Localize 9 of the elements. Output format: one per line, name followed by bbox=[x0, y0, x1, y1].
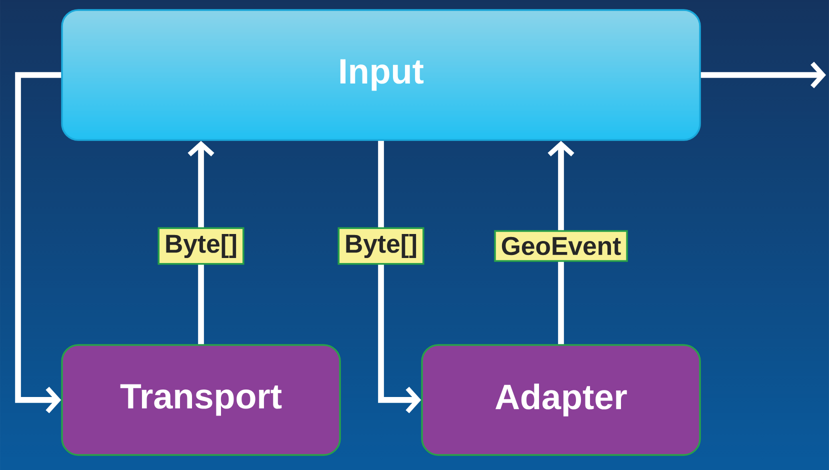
edge-label: Byte[] bbox=[158, 227, 244, 265]
arrow bbox=[700, 62, 826, 88]
arrow bbox=[15, 72, 62, 414]
input-box: Input bbox=[61, 9, 701, 141]
process-box: Transport bbox=[61, 344, 341, 456]
edge-label: GeoEvent bbox=[494, 230, 628, 262]
edge-label: Byte[] bbox=[338, 227, 424, 265]
arrow bbox=[378, 140, 422, 414]
process-box: Adapter bbox=[421, 344, 701, 456]
